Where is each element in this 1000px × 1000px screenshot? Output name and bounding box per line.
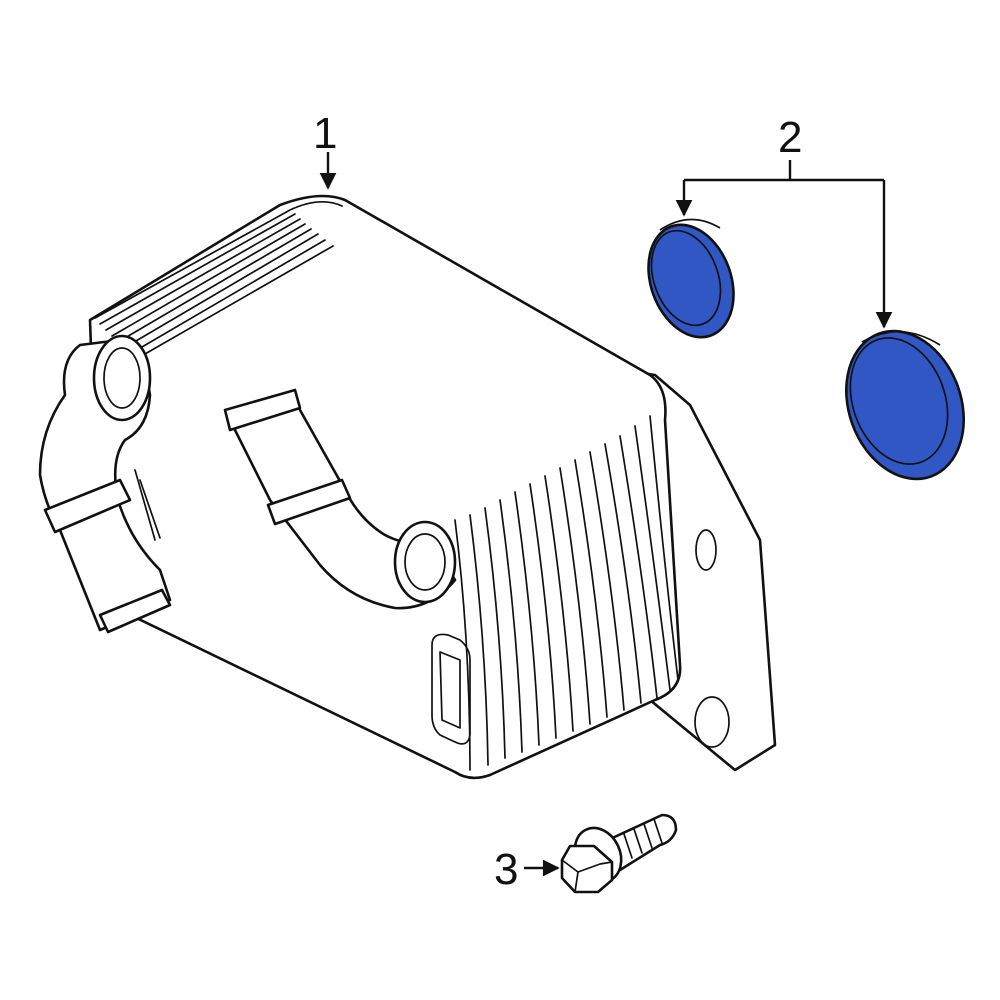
oil-cooler[interactable] [38,194,777,780]
left-hose-port-top [92,334,152,422]
cooler-front-fins [454,415,679,771]
seal-cap-large [845,329,965,481]
left-hose-foot [98,588,172,634]
flange-hole-lower [694,696,730,748]
callout-3: 3 [494,845,560,894]
callout-2: 2 [675,113,893,329]
flange-hole-upper [695,529,717,571]
callout-label-1: 1 [313,109,337,158]
callout-label-2: 2 [778,113,802,162]
callout-label-3: 3 [494,845,518,894]
seal-cap-small [647,218,735,339]
bolt-shank [606,813,678,872]
middle-hose-top-collar [223,388,302,432]
bolt-threads [623,818,663,859]
cooler-fins [94,201,343,359]
cooler-body [88,194,682,780]
left-hose-collar [43,478,132,534]
seal-caps[interactable] [634,213,984,496]
bolt[interactable] [560,813,678,894]
middle-hose-mid-collar [266,478,352,526]
callout-1: 1 [313,109,337,190]
front-slot [431,633,471,745]
